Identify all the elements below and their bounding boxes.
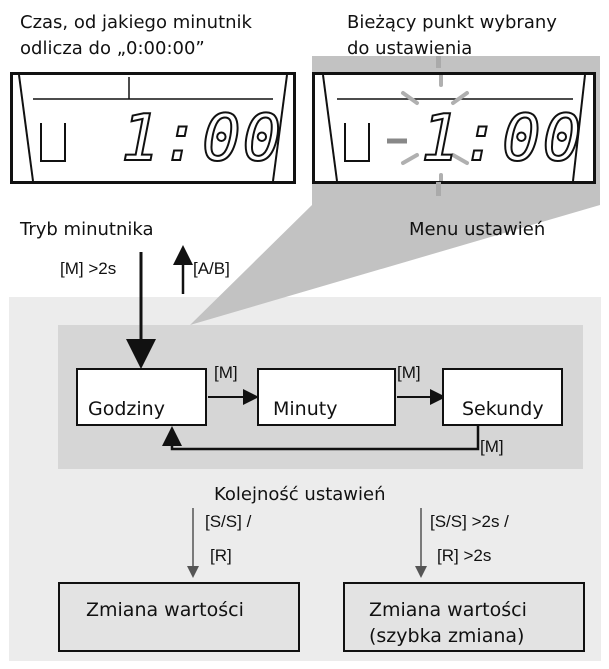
current-point-caption: Bieżący punkt wybrany do ustawienia bbox=[347, 12, 557, 59]
lcd-display-left: 1:00'00 bbox=[10, 72, 296, 184]
step-seconds-label: Sekundy bbox=[462, 398, 544, 420]
key-label-ss-long-2: [R] >2s bbox=[437, 546, 492, 565]
timer-mode-label: Tryb minutnika bbox=[20, 219, 154, 240]
key-label-m-2: [M] bbox=[397, 363, 421, 382]
step-minutes-label: Minuty bbox=[273, 398, 338, 420]
result-change-value-fast-label-1: Zmiana wartości bbox=[369, 599, 527, 621]
arrow-return-loop bbox=[162, 426, 480, 451]
key-label-m-long: [M] >2s bbox=[60, 259, 117, 278]
step-seconds: Sekundy bbox=[442, 368, 563, 426]
key-label-m-1: [M] bbox=[214, 363, 238, 382]
step-minutes: Minuty bbox=[257, 368, 396, 426]
result-change-value: Zmiana wartości bbox=[58, 582, 300, 652]
result-change-value-label: Zmiana wartości bbox=[86, 599, 244, 621]
result-change-value-fast-label-2: (szybka zmiana) bbox=[369, 625, 525, 647]
blink-tick-bottom bbox=[436, 182, 441, 196]
lcd-digits-right: 1:00'00 bbox=[420, 102, 593, 176]
settings-order-label: Kolejność ustawień bbox=[214, 484, 386, 505]
key-label-m-back: [M] bbox=[480, 437, 504, 456]
key-label-ss-r-2: [R] bbox=[210, 546, 232, 565]
timer-start-caption: Czas, od jakiego minutnik odlicza do „0:… bbox=[20, 12, 252, 59]
lcd-digits-left: 1:00'00 bbox=[120, 102, 293, 176]
blink-tick-top bbox=[436, 56, 441, 68]
result-change-value-fast: Zmiana wartości (szybka zmiana) bbox=[343, 582, 585, 652]
key-label-ss-long-1: [S/S] >2s / bbox=[430, 512, 509, 531]
key-label-ss-r-1: [S/S] / bbox=[205, 512, 252, 531]
key-label-ab: [A/B] bbox=[193, 259, 230, 278]
step-hours-label: Godziny bbox=[88, 398, 165, 420]
step-hours: Godziny bbox=[76, 368, 207, 426]
lcd-display-right: 1:00'00 bbox=[312, 72, 596, 184]
settings-menu-label: Menu ustawień bbox=[409, 219, 546, 240]
